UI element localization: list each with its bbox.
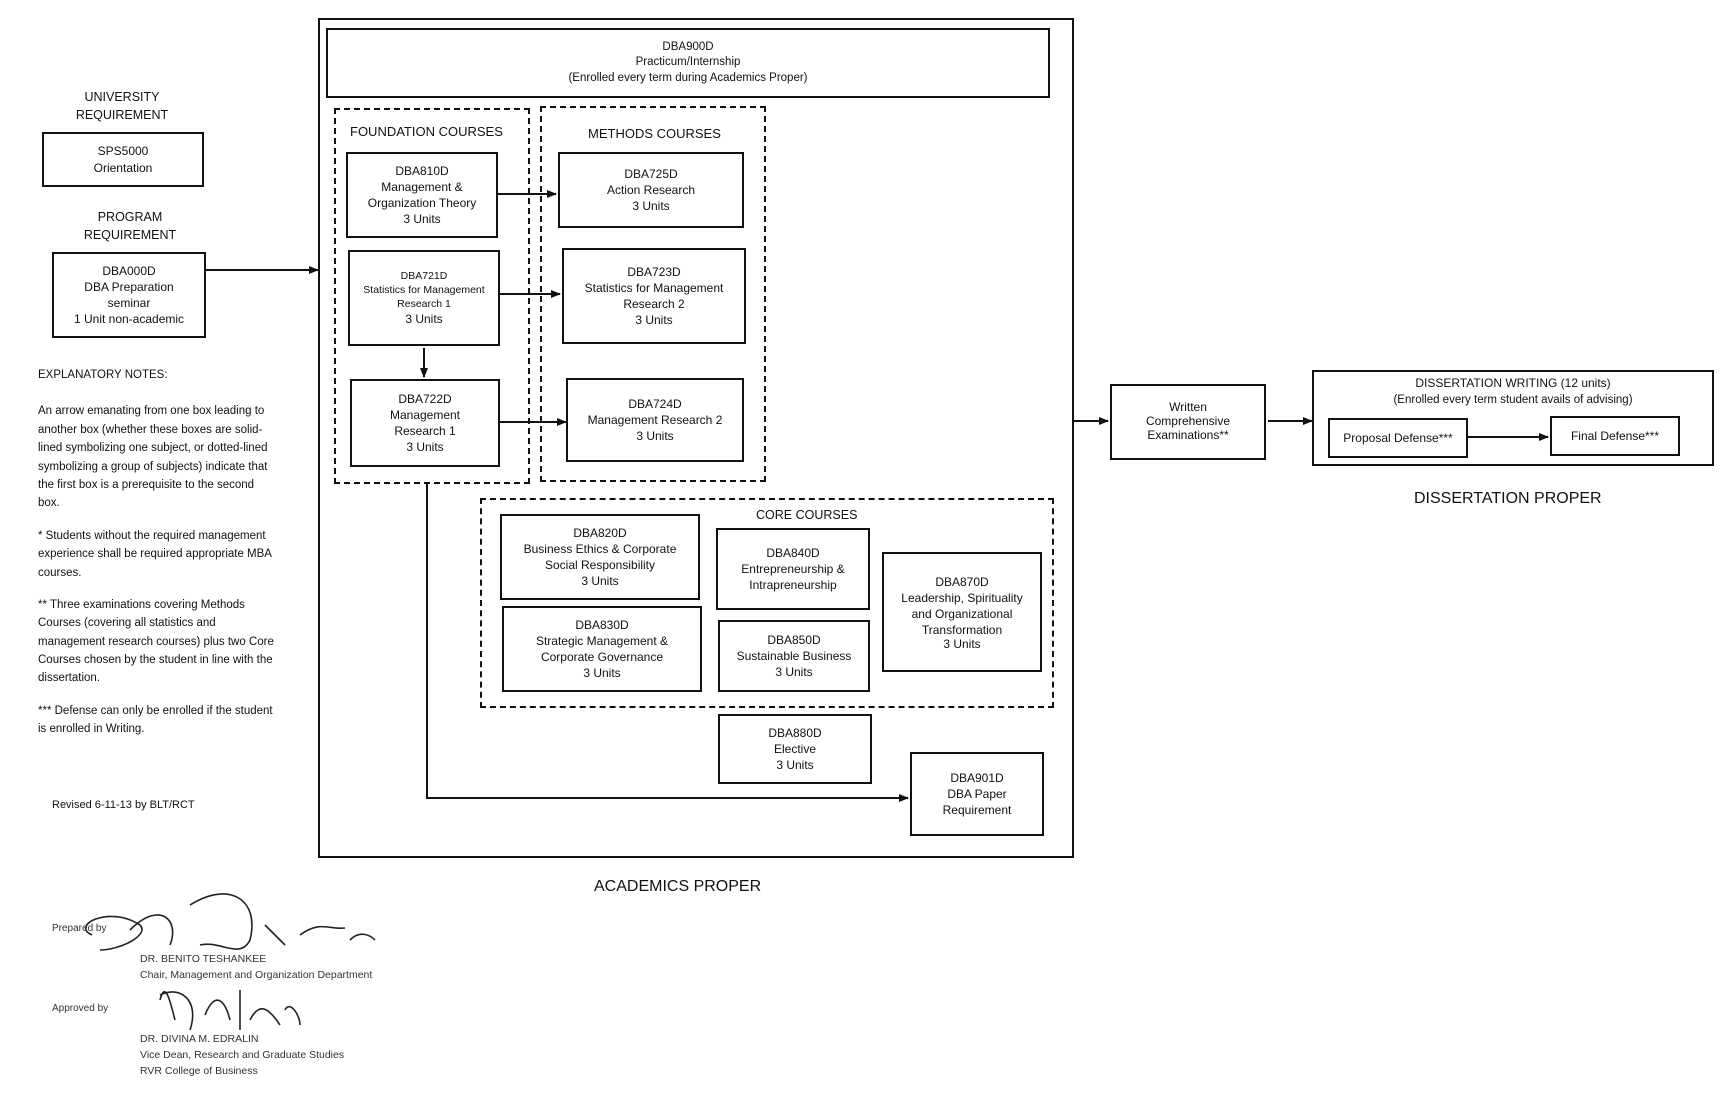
course-dba721d: DBA721D Statistics for Management Resear… — [348, 250, 500, 346]
course-dba724d: DBA724D Management Research 2 3 Units — [566, 378, 744, 462]
core-courses-title: CORE COURSES — [756, 508, 858, 522]
proposal-defense: Proposal Defense*** — [1328, 418, 1468, 458]
prepared-by-title: Chair, Management and Organization Depar… — [140, 969, 373, 981]
course-sps5000: SPS5000 Orientation — [42, 132, 204, 187]
approved-by-label: Approved by — [52, 1003, 109, 1014]
course-dba850d: DBA850D Sustainable Business 3 Units — [718, 620, 870, 692]
explanatory-notes: EXPLANATORY NOTES: An arrow emanating fr… — [38, 366, 274, 739]
course-dba840d: DBA840D Entrepreneurship & Intrapreneurs… — [716, 528, 870, 610]
written-comprehensive-exam: Written Comprehensive Examinations** — [1110, 384, 1266, 460]
approved-by-title-1: Vice Dean, Research and Graduate Studies — [140, 1049, 345, 1061]
prepared-signature — [84, 893, 376, 951]
revised-note: Revised 6-11-13 by BLT/RCT — [52, 799, 195, 811]
university-requirement-heading: UNIVERSITY REQUIREMENT — [75, 90, 169, 123]
approved-signature — [159, 990, 301, 1031]
course-dba000d: DBA000D DBA Preparation seminar 1 Unit n… — [52, 252, 206, 338]
approved-by-name: DR. DIVINA M. EDRALIN — [140, 1033, 259, 1045]
course-dba830d: DBA830D Strategic Management & Corporate… — [502, 606, 702, 692]
academics-proper-frame — [318, 18, 1074, 858]
course-dba810d: DBA810D Management & Organization Theory… — [346, 152, 498, 238]
course-dba722d: DBA722D Management Research 1 3 Units — [350, 379, 500, 467]
methods-courses-group — [540, 106, 766, 482]
notes-heading: EXPLANATORY NOTES: — [38, 369, 168, 381]
course-dba820d: DBA820D Business Ethics & Corporate Soci… — [500, 514, 700, 600]
program-requirement-heading: PROGRAM REQUIREMENT — [83, 210, 177, 243]
core-courses-group — [480, 498, 1054, 708]
note-double-star: ** Three examinations covering Methods C… — [38, 598, 274, 685]
signature-drawings — [84, 893, 376, 1031]
methods-courses-title: METHODS COURSES — [588, 126, 721, 141]
final-defense: Final Defense*** — [1550, 416, 1680, 456]
note-single-star: * Students without the required manageme… — [38, 529, 272, 579]
prepared-by-label: Prepared by — [52, 923, 107, 934]
arrow-foundation-to-dba901d — [426, 484, 909, 802]
academics-proper-label: ACADEMICS PROPER — [594, 878, 762, 895]
foundation-courses-title: FOUNDATION COURSES — [350, 124, 503, 139]
dissertation-proper-label: DISSERTATION PROPER — [1414, 490, 1602, 507]
note-triple-star: *** Defense can only be enrolled if the … — [38, 704, 273, 736]
note-arrows: An arrow emanating from one box leading … — [38, 405, 268, 510]
course-dba870d: DBA870D Leadership, Spirituality and Org… — [882, 552, 1042, 672]
course-dba723d: DBA723D Statistics for Management Resear… — [562, 248, 746, 344]
approved-by-title-2: RVR College of Business — [140, 1065, 258, 1077]
dissertation-note: (Enrolled every term student avails of a… — [1393, 394, 1633, 406]
foundation-courses-group — [334, 108, 530, 484]
dissertation-writing-frame — [1312, 370, 1714, 466]
prepared-by-name: DR. BENITO TESHANKEE — [140, 953, 267, 965]
course-dba725d: DBA725D Action Research 3 Units — [558, 152, 744, 228]
dissertation-title: DISSERTATION WRITING (12 units) — [1415, 376, 1611, 390]
course-dba901d: DBA901D DBA Paper Requirement — [910, 752, 1044, 836]
course-dba900d: DBA900D Practicum/Internship (Enrolled e… — [326, 28, 1050, 98]
course-dba880d: DBA880D Elective 3 Units — [718, 714, 872, 784]
